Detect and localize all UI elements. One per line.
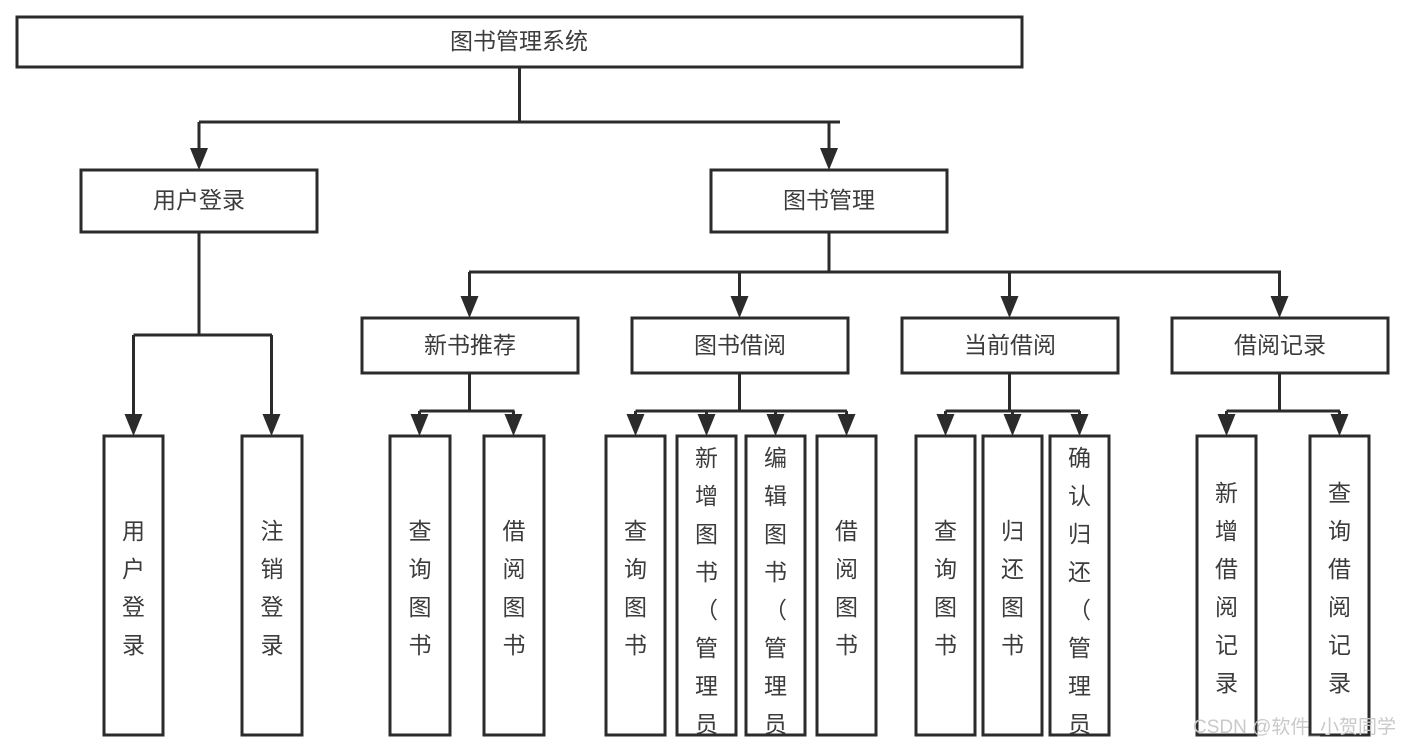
node-borrow-record[interactable]: 借阅记录 xyxy=(1170,316,1390,375)
arrow-to-leaf-borrow-book-recommend xyxy=(504,414,523,436)
node-leaf-borrow-book-recommend-label: 借阅图书 xyxy=(503,518,526,658)
node-leaf-user-logout-box[interactable] xyxy=(240,434,304,737)
node-book-borrow[interactable]: 图书借阅 xyxy=(630,316,850,375)
node-borrow-record-label: 借阅记录 xyxy=(1234,332,1326,358)
node-leaf-confirm-return[interactable]: 确认归还（管理员） xyxy=(1048,434,1111,747)
node-leaf-add-borrow-record[interactable]: 新增借阅记录 xyxy=(1195,434,1258,737)
leaf-node-layer: 用户登录 注销登录 查询图书 借阅图书 查询图书 新增图书（管理员） 编辑图书（管理员） 借阅… xyxy=(102,434,1371,747)
arrow-to-leaf-confirm-return xyxy=(1070,414,1089,436)
node-leaf-query-borrow-record-label: 查询借阅记录 xyxy=(1328,480,1351,696)
node-new-book-recommend-box[interactable] xyxy=(360,316,580,375)
connector-layer xyxy=(124,67,1349,436)
node-leaf-query-book-current[interactable]: 查询图书 xyxy=(914,434,977,737)
node-book-borrow-box[interactable] xyxy=(630,316,850,375)
node-leaf-add-book-box[interactable] xyxy=(675,434,738,737)
node-leaf-edit-book[interactable]: 编辑图书（管理员） xyxy=(744,434,807,747)
arrow-to-book-manage xyxy=(820,148,838,170)
node-leaf-query-book-borrow-label: 查询图书 xyxy=(624,518,647,658)
node-book-borrow-label: 图书借阅 xyxy=(694,332,786,358)
node-leaf-user-login-label: 用户登录 xyxy=(122,518,145,658)
node-user-login-box[interactable] xyxy=(79,168,319,234)
arrow-to-leaf-query-book-borrow xyxy=(626,414,645,436)
arrow-to-leaf-return-book xyxy=(1003,414,1022,436)
node-leaf-query-borrow-record[interactable]: 查询借阅记录 xyxy=(1308,434,1371,737)
arrow-to-book-borrow xyxy=(730,296,749,318)
node-leaf-query-book-recommend-label: 查询图书 xyxy=(409,518,432,658)
node-book-manage-box[interactable] xyxy=(709,168,949,234)
arrow-to-leaf-user-login xyxy=(124,414,143,436)
node-leaf-user-login-box[interactable] xyxy=(102,434,165,737)
node-leaf-add-borrow-record-label: 新增借阅记录 xyxy=(1215,480,1238,696)
node-new-book-recommend[interactable]: 新书推荐 xyxy=(360,316,580,375)
arrow-to-new-book-recommend xyxy=(460,296,479,318)
node-leaf-confirm-return-box[interactable] xyxy=(1048,434,1111,737)
node-root[interactable]: 图书管理系统 xyxy=(15,15,1024,69)
node-leaf-query-book-recommend-box[interactable] xyxy=(388,434,452,737)
node-leaf-return-book-label: 归还图书 xyxy=(1001,518,1024,658)
node-leaf-user-logout-label: 注销登录 xyxy=(261,518,284,658)
node-leaf-add-book-label: 新增图书（管理员） xyxy=(695,445,718,747)
node-leaf-add-borrow-record-box[interactable] xyxy=(1195,434,1258,737)
arrow-to-leaf-query-book-recommend xyxy=(410,414,429,436)
arrow-to-borrow-record xyxy=(1270,296,1289,318)
node-leaf-query-book-borrow-box[interactable] xyxy=(604,434,667,737)
arrow-to-current-borrow xyxy=(1000,296,1019,318)
watermark-label: CSDN @软件_小贺同学 xyxy=(1193,716,1396,738)
node-leaf-query-borrow-record-box[interactable] xyxy=(1308,434,1371,737)
node-current-borrow-box[interactable] xyxy=(900,316,1120,375)
node-leaf-return-book[interactable]: 归还图书 xyxy=(981,434,1044,737)
node-user-login[interactable]: 用户登录 xyxy=(79,168,319,234)
node-leaf-return-book-box[interactable] xyxy=(981,434,1044,737)
node-root-box[interactable] xyxy=(15,15,1024,69)
node-leaf-query-book-current-box[interactable] xyxy=(914,434,977,737)
node-current-borrow-label: 当前借阅 xyxy=(964,332,1056,358)
arrow-to-leaf-query-borrow-record xyxy=(1330,414,1349,436)
node-leaf-confirm-return-label: 确认归还（管理员） xyxy=(1068,445,1091,747)
node-leaf-user-logout[interactable]: 注销登录 xyxy=(240,434,304,737)
node-leaf-edit-book-box[interactable] xyxy=(744,434,807,737)
node-user-login-label: 用户登录 xyxy=(153,187,245,213)
node-leaf-borrow-book-recommend[interactable]: 借阅图书 xyxy=(482,434,546,737)
node-current-borrow[interactable]: 当前借阅 xyxy=(900,316,1120,375)
node-leaf-user-login[interactable]: 用户登录 xyxy=(102,434,165,737)
arrow-to-user-login xyxy=(190,148,208,170)
node-leaf-borrow-book-recommend-box[interactable] xyxy=(482,434,546,737)
node-leaf-add-book[interactable]: 新增图书（管理员） xyxy=(675,434,738,747)
node-leaf-edit-book-label: 编辑图书（管理员） xyxy=(764,445,787,747)
node-book-manage-label: 图书管理 xyxy=(783,187,875,213)
node-leaf-borrow-book-label: 借阅图书 xyxy=(835,518,858,658)
arrow-to-leaf-borrow-book xyxy=(837,414,856,436)
node-borrow-record-box[interactable] xyxy=(1170,316,1390,375)
arrow-to-leaf-add-book xyxy=(697,414,716,436)
arrow-to-leaf-edit-book xyxy=(766,414,785,436)
node-new-book-recommend-label: 新书推荐 xyxy=(424,332,516,358)
node-root-label: 图书管理系统 xyxy=(450,28,588,54)
node-book-manage[interactable]: 图书管理 xyxy=(709,168,949,234)
node-leaf-query-book-recommend[interactable]: 查询图书 xyxy=(388,434,452,737)
arrow-to-leaf-query-book-current xyxy=(936,414,955,436)
node-leaf-query-book-borrow[interactable]: 查询图书 xyxy=(604,434,667,737)
node-leaf-borrow-book[interactable]: 借阅图书 xyxy=(815,434,878,737)
node-leaf-borrow-book-box[interactable] xyxy=(815,434,878,737)
arrow-to-leaf-user-logout xyxy=(262,414,281,436)
node-leaf-query-book-current-label: 查询图书 xyxy=(934,518,957,658)
arrow-to-leaf-add-borrow-record xyxy=(1217,414,1236,436)
